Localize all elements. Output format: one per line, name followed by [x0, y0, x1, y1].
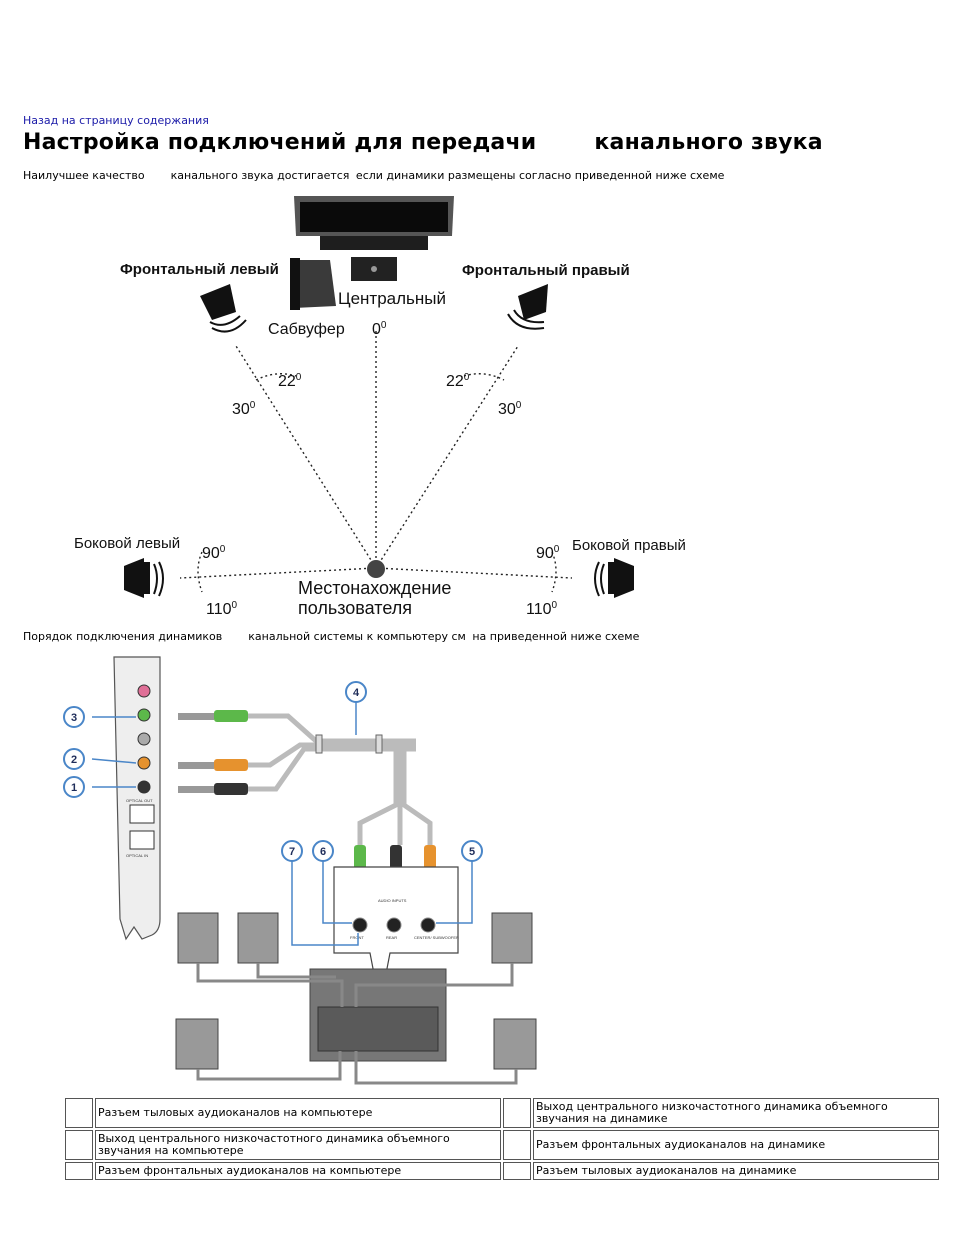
- center-speaker-icon: [351, 257, 397, 281]
- front-right-label: Фронтальный правый: [462, 262, 630, 279]
- angle-22-left-label: 220: [278, 372, 302, 390]
- legend-text-cell: Выход центрального низкочастотного динам…: [95, 1130, 501, 1160]
- front-left-label: Фронтальный левый: [120, 261, 279, 278]
- legend-number-cell: [503, 1130, 531, 1160]
- title-part-2: канального звука: [594, 130, 823, 155]
- svg-text:3: 3: [71, 712, 77, 724]
- legend-text-cell: Разъем фронтальных аудиоканалов на динам…: [533, 1130, 939, 1160]
- legend-number-cell: [65, 1098, 93, 1128]
- legend-text-cell: Выход центрального низкочастотного динам…: [533, 1098, 939, 1128]
- front-left-speaker-icon: [200, 284, 247, 333]
- svg-text:5: 5: [469, 846, 475, 858]
- angle-lines: [179, 330, 573, 593]
- connection-text-3: на приведенной ниже схеме: [472, 630, 640, 643]
- legend-row: Разъем тыловых аудиоканалов на компьютер…: [65, 1098, 939, 1128]
- sound-card-bracket: OPTICAL OUT OPTICAL IN: [113, 656, 161, 941]
- connection-paragraph: Порядок подключения динамиков канальной с…: [23, 630, 639, 643]
- angle-90-right-label: 900: [536, 544, 560, 562]
- back-to-contents-link[interactable]: Назад на страницу содержания: [23, 114, 209, 127]
- subwoofer-icon: [290, 258, 336, 310]
- callout-3: 3: [63, 706, 85, 728]
- callout-6: 6: [312, 840, 334, 862]
- angle-30-left-label: 300: [232, 400, 256, 418]
- page-title: Настройка подключений для передачи каналь…: [23, 130, 823, 155]
- orange-plug: [178, 759, 248, 771]
- legend-number-cell: [65, 1130, 93, 1160]
- legend-text-cell: Разъем тыловых аудиоканалов на динамике: [533, 1162, 939, 1180]
- legend-text-cell: Разъем фронтальных аудиоканалов на компь…: [95, 1162, 501, 1180]
- callout-5: 5: [461, 840, 483, 862]
- satellite-speakers: [175, 912, 537, 1070]
- front-jack-label: FRONT: [350, 935, 364, 940]
- angle-0-label: 00: [372, 320, 387, 338]
- subwoofer-label: Сабвуфер: [268, 321, 345, 338]
- callout-7: 7: [281, 840, 303, 862]
- intro-text-3: если динамики размещены согласно приведе…: [355, 169, 725, 182]
- green-plug: [178, 710, 248, 722]
- speaker-placement-diagram: Фронтальный левый Фронтальный правый Цен…: [74, 196, 686, 618]
- svg-text:4: 4: [353, 687, 360, 699]
- intro-paragraph: Наилучшее качество канального звука дости…: [23, 169, 724, 182]
- legend-text-cell: Разъем тыловых аудиоканалов на компьютер…: [95, 1098, 501, 1128]
- intro-text-1: Наилучшее качество: [23, 169, 145, 182]
- rear-jack-label: REAR: [386, 935, 397, 940]
- side-left-speaker-icon: [124, 558, 164, 598]
- front-right-speaker-icon: [507, 284, 548, 330]
- angle-110-left-label: 1100: [206, 600, 238, 618]
- side-left-label: Боковой левый: [74, 535, 180, 552]
- svg-text:2: 2: [71, 754, 77, 766]
- center-sub-jack-label: CENTER/ SUBWOOFER: [414, 935, 459, 940]
- optical-in-label: OPTICAL IN: [126, 853, 148, 858]
- tv-icon: [294, 196, 454, 250]
- callout-1: 1: [63, 776, 85, 798]
- center-label: Центральный: [338, 289, 446, 308]
- angle-22-right-label: 220: [446, 372, 470, 390]
- side-right-label: Боковой правый: [572, 537, 686, 554]
- svg-text:6: 6: [320, 846, 326, 858]
- legend-number-cell: [65, 1162, 93, 1180]
- legend-row: Разъем фронтальных аудиоканалов на компь…: [65, 1162, 939, 1180]
- side-right-speaker-icon: [594, 558, 634, 598]
- connection-text-1: Порядок подключения динамиков: [23, 630, 223, 643]
- callout-badges: 3 2 1 4 7 6 5: [63, 681, 483, 862]
- optical-out-label: OPTICAL OUT: [126, 798, 153, 803]
- connection-legend-table: Разъем тыловых аудиоканалов на компьютер…: [63, 1096, 941, 1182]
- title-part-1: Настройка подключений для передачи: [23, 130, 537, 155]
- listener-position-marker: [367, 560, 385, 578]
- audio-inputs-label: AUDIO INPUTS: [378, 898, 407, 903]
- black-plug: [178, 783, 248, 795]
- angle-30-right-label: 300: [498, 400, 522, 418]
- intro-text-2: канального звука достигается: [170, 169, 350, 182]
- connection-text-2: канальной системы к компьютеру см: [248, 630, 466, 643]
- svg-text:1: 1: [71, 782, 77, 794]
- legend-number-cell: [503, 1098, 531, 1128]
- callout-2: 2: [63, 748, 85, 770]
- legend-number-cell: [503, 1162, 531, 1180]
- legend-row: Выход центрального низкочастотного динам…: [65, 1130, 939, 1160]
- callout-4: 4: [345, 681, 367, 703]
- listener-label-line-2: пользователя: [298, 598, 412, 618]
- svg-text:7: 7: [289, 846, 295, 858]
- angle-90-left-label: 900: [202, 544, 226, 562]
- angle-110-right-label: 1100: [526, 600, 558, 618]
- speaker-wiring-diagram: OPTICAL OUT OPTICAL IN AUDIO INPUTS FRON…: [63, 656, 537, 1085]
- listener-label-line-1: Местонахождение: [298, 578, 451, 598]
